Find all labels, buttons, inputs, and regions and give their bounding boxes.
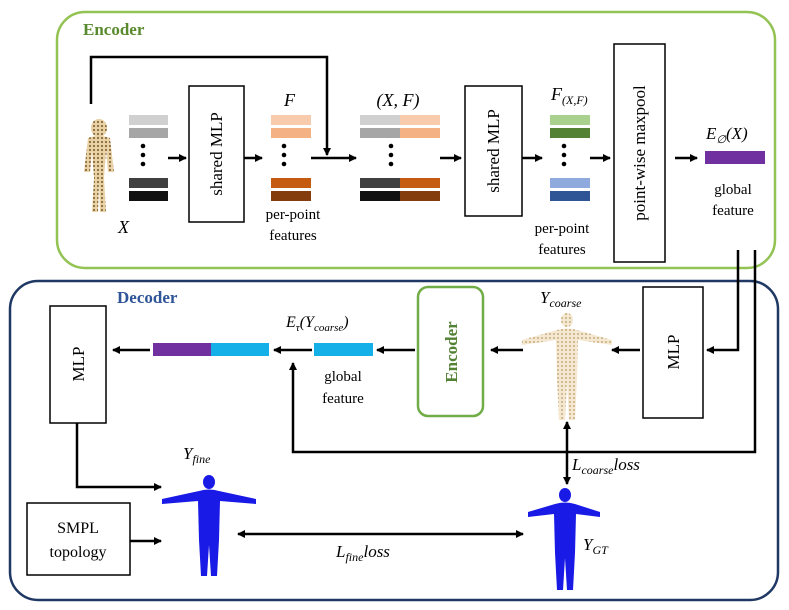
fine-label: Yfine [183, 444, 211, 466]
concat-features-stack [360, 115, 440, 201]
features-label-f: F [283, 90, 296, 110]
encoder-title: Encoder [83, 20, 145, 39]
smpl-line1: SMPL [57, 520, 99, 537]
arrow-global-to-mlp-right [706, 250, 740, 354]
per-point-features-2-line2: features [538, 242, 586, 258]
global-feature-text-line2: feature [712, 203, 754, 219]
tau-feature-label: Eτ(Ycoarse) [285, 314, 349, 334]
arrow-mlp-left-to-fine [75, 423, 162, 491]
coarse-loss-label: Lcoarseloss [571, 455, 640, 477]
input-points-stack [129, 115, 168, 201]
decoder-encoder-label: Encoder [442, 321, 461, 383]
tau-global-feature-line1: global [324, 369, 362, 385]
decoder-panel [8, 279, 780, 602]
input-point-cloud-human [84, 119, 114, 212]
decoder-mlp-right-box [642, 286, 704, 419]
fine-loss-label: Lfineloss [335, 542, 390, 564]
global-feature-bar [705, 151, 765, 164]
decoder-mlp-left-label: MLP [69, 347, 88, 382]
concat-label: (X, F) [377, 90, 420, 111]
features2-label: F(X,F) [550, 84, 588, 107]
encoder-panel [55, 10, 777, 270]
decoder-encoder-box [416, 285, 485, 418]
shared-mlp-1-box [188, 85, 245, 223]
decoder-title: Decoder [117, 288, 178, 307]
smpl-line2: topology [50, 544, 107, 561]
global-feature-text-line1: global [714, 182, 752, 198]
shared-mlp-1-label: shared MLP [207, 112, 226, 196]
smpl-topology-box [26, 502, 131, 576]
per-point-features-1-line1: per-point [266, 207, 322, 223]
shared-mlp-2-label: shared MLP [484, 109, 503, 193]
fine-mesh-human [162, 475, 256, 576]
decoder-mlp-left-box [49, 305, 107, 424]
decoder-mlp-right-label: MLP [664, 335, 683, 370]
ground-truth-mesh-human [528, 488, 600, 590]
per-point-features-stack [271, 115, 311, 201]
arrow-global-to-concat [289, 250, 757, 454]
per-point-features-2-line1: per-point [535, 221, 591, 237]
gt-label: YGT [583, 535, 609, 557]
input-label-x: X [117, 217, 130, 237]
coarse-point-cloud-human [522, 313, 612, 420]
concat-global-bar [153, 343, 269, 356]
skip-connection-arrow [89, 55, 331, 156]
global-feature-label: E∅(X) [705, 124, 748, 146]
maxpool-box [613, 43, 666, 263]
maxpool-label: point-wise maxpool [630, 85, 649, 221]
shared-mlp-2-box [464, 85, 523, 217]
coarse-label: Ycoarse [540, 288, 582, 310]
per-point-features-1-line2: features [269, 228, 317, 244]
tau-feature-bar [314, 343, 373, 356]
tau-global-feature-line2: feature [322, 391, 364, 407]
per-point-features-2-stack [550, 115, 590, 201]
